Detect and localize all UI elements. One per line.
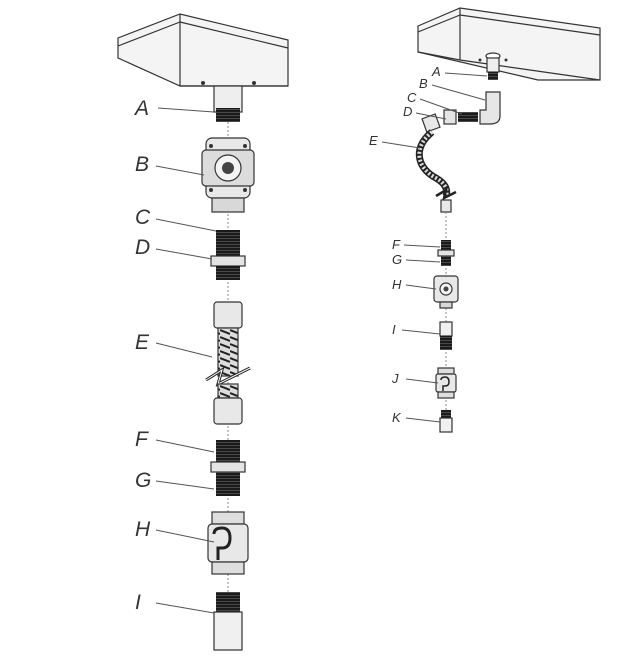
- right-leader-lines: [381, 72, 488, 423]
- left-part-b-regulator: [201, 137, 255, 213]
- left-leader-lines: [155, 107, 217, 614]
- left-part-f-g-fitting: [210, 440, 246, 496]
- right-label-b: B: [419, 76, 428, 91]
- left-label-i: I: [135, 591, 141, 614]
- left-label-h: H: [135, 518, 151, 541]
- left-assembly: A B C D E F G H I: [117, 13, 289, 651]
- left-part-h-shutoff-valve: [207, 511, 249, 575]
- left-part-i-gas-pipe: [213, 592, 243, 651]
- left-label-f: F: [135, 428, 149, 451]
- right-labels: A B C D E F G H I J K: [369, 64, 441, 425]
- left-label-g: G: [135, 469, 151, 492]
- left-label-a: A: [133, 97, 149, 120]
- right-label-e: E: [369, 133, 378, 148]
- left-label-c: C: [135, 206, 151, 229]
- left-part-e-flex-connector: [205, 301, 251, 425]
- left-label-d: D: [135, 236, 150, 259]
- right-part-j-shutoff-valve: [435, 367, 457, 399]
- right-part-k-gas-pipe: [439, 410, 453, 433]
- left-label-e: E: [135, 331, 150, 354]
- left-appliance-base: [117, 13, 289, 87]
- right-assembly: A B C D E F G H I J K: [369, 7, 601, 433]
- right-label-c: C: [407, 90, 417, 105]
- right-label-d: D: [403, 104, 412, 119]
- right-label-k: K: [392, 410, 402, 425]
- right-label-j: J: [391, 371, 399, 386]
- right-label-i: I: [392, 322, 396, 337]
- right-part-e-flex-connector: [415, 113, 457, 213]
- right-label-g: G: [392, 252, 402, 267]
- right-part-i-nipple: [439, 321, 453, 350]
- right-part-a-adapter: [486, 57, 500, 80]
- right-part-c-d-nipple: [443, 109, 478, 125]
- right-part-h-regulator: [433, 275, 459, 309]
- left-part-c-d-fitting: [210, 230, 246, 280]
- right-label-h: H: [392, 277, 402, 292]
- left-labels: A B C D E F G H I: [133, 97, 151, 614]
- left-label-b: B: [135, 153, 149, 176]
- right-appliance-base: [417, 7, 601, 81]
- right-label-f: F: [392, 237, 401, 252]
- right-part-b-elbow: [479, 91, 501, 125]
- right-label-a: A: [431, 64, 441, 79]
- right-part-f-g-fitting: [437, 240, 455, 266]
- left-part-a-adapter: [213, 85, 243, 122]
